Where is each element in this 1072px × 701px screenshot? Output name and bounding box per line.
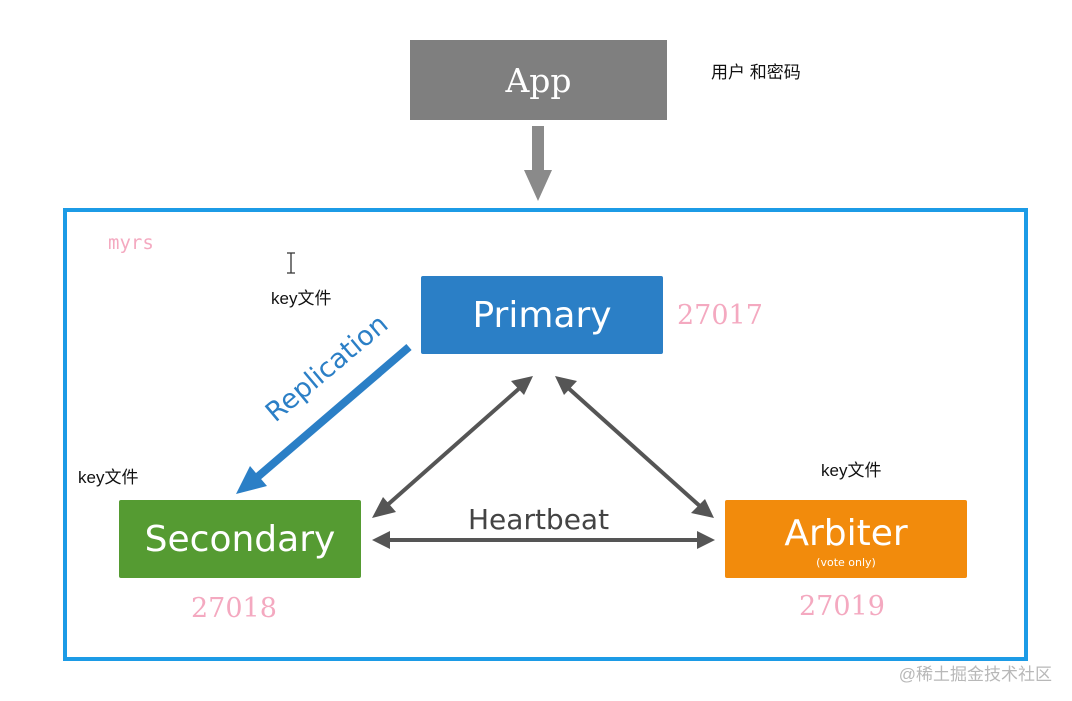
primary-key-note: key文件 (271, 289, 332, 308)
app-label: App (505, 60, 572, 100)
arbiter-label: Arbiter (784, 513, 908, 554)
primary-port: 27017 (677, 300, 763, 331)
heartbeat-primary-secondary (372, 376, 533, 518)
arbiter-sublabel: (vote only) (816, 556, 876, 569)
app-note: 用户 和密码 (711, 63, 801, 82)
secondary-node: Secondary (119, 500, 361, 578)
replica-set-name: myrs (108, 232, 154, 254)
secondary-label: Secondary (144, 518, 336, 560)
secondary-port: 27018 (191, 593, 277, 624)
watermark: @稀土掘金技术社区 (898, 665, 1052, 684)
heartbeat-secondary-arbiter (372, 531, 715, 549)
replication-arrow (236, 343, 412, 494)
app-down-arrow (524, 126, 552, 201)
primary-node: Primary (421, 276, 663, 354)
primary-label: Primary (472, 294, 612, 336)
arbiter-key-note: key文件 (821, 461, 882, 480)
arbiter-port: 27019 (799, 591, 885, 622)
secondary-key-note: key文件 (78, 468, 139, 487)
heartbeat-label: Heartbeat (468, 503, 610, 536)
text-cursor-icon (287, 252, 295, 274)
replica-set-frame (63, 208, 1028, 661)
heartbeat-primary-arbiter (555, 376, 714, 518)
app-node: App (410, 40, 667, 120)
arbiter-node: Arbiter (vote only) (725, 500, 967, 578)
